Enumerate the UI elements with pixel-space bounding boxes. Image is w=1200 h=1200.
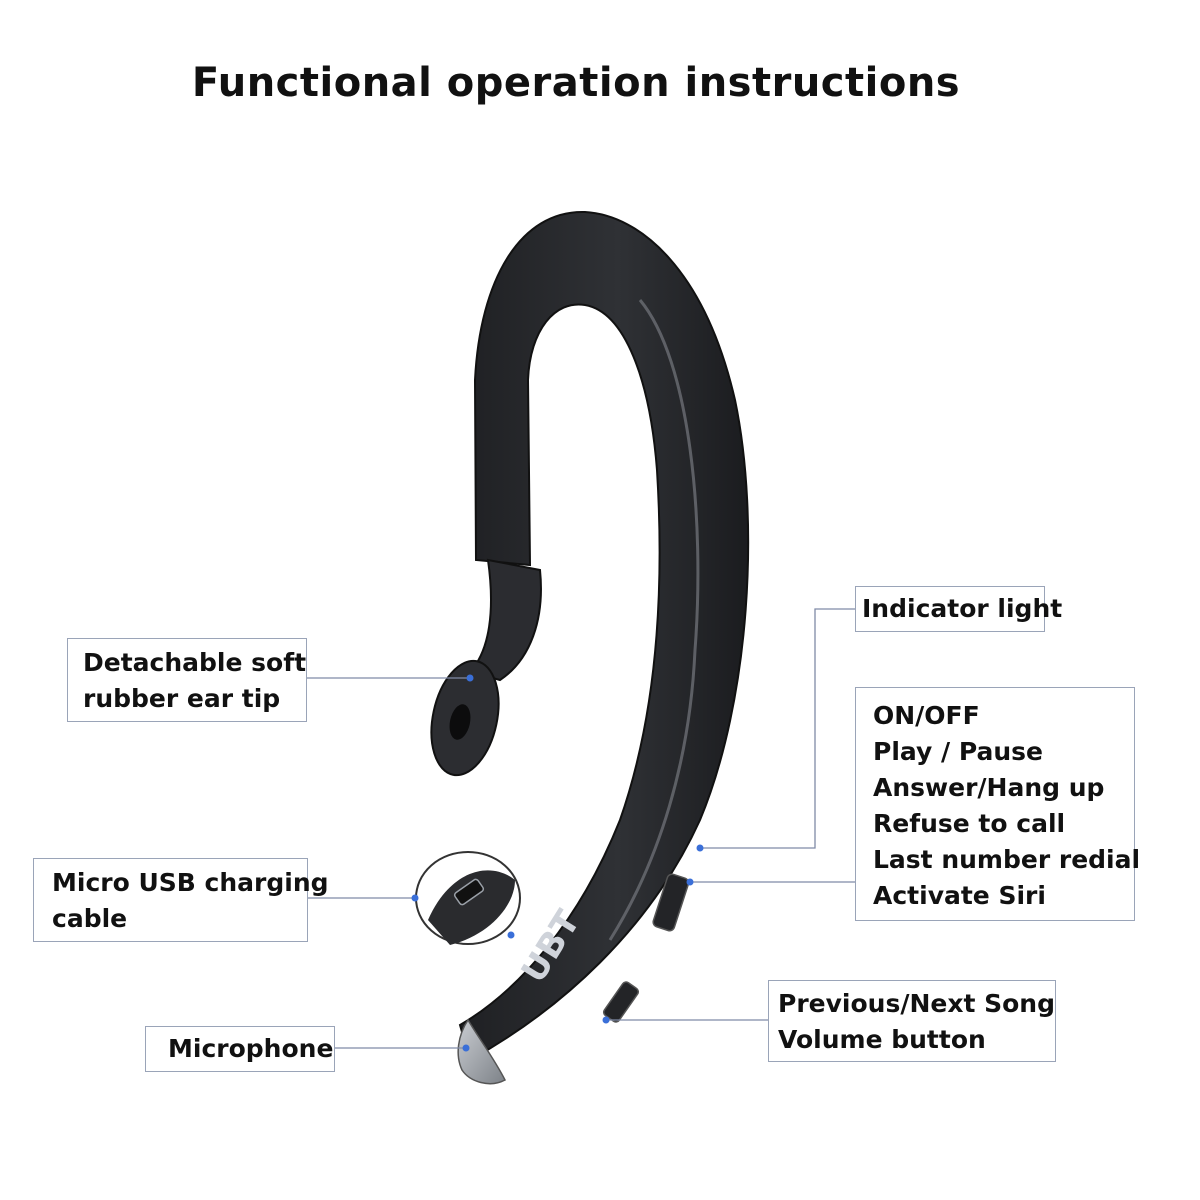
ear-tip-label: Detachable soft rubber ear tip bbox=[67, 638, 307, 722]
ear-stem bbox=[468, 558, 542, 682]
ear-tip-hole bbox=[449, 704, 471, 740]
function-button-label: ON/OFF Play / Pause Answer/Hang up Refus… bbox=[855, 687, 1141, 921]
microphone-label: Microphone bbox=[145, 1026, 335, 1072]
volume-button-label: Previous/Next Song Volume button bbox=[768, 980, 1056, 1062]
indicator-light-label: Indicator light bbox=[855, 586, 1063, 632]
volume-label-line: Previous/Next Song bbox=[778, 989, 1055, 1018]
function-item: Refuse to call bbox=[873, 809, 1066, 838]
anchor-dot-mic bbox=[462, 1044, 470, 1052]
leader-line-indicator bbox=[700, 608, 855, 849]
function-item: Answer/Hang up bbox=[873, 773, 1105, 802]
ear-tip-label-line: rubber ear tip bbox=[83, 684, 281, 713]
anchor-dot-volume bbox=[602, 1016, 610, 1024]
anchor-dot-indicator bbox=[696, 844, 704, 852]
microphone-label-text: Microphone bbox=[168, 1034, 334, 1063]
usb-label-line: cable bbox=[52, 904, 128, 933]
anchor-dot-eartip bbox=[466, 674, 474, 682]
function-item: Activate Siri bbox=[873, 881, 1046, 910]
usb-port bbox=[453, 878, 485, 906]
anchor-dot-functions bbox=[686, 878, 694, 886]
indicator-light-label-text: Indicator light bbox=[862, 594, 1063, 623]
anchor-dot-usb-2 bbox=[507, 931, 515, 939]
volume-label-line: Volume button bbox=[778, 1025, 986, 1054]
function-button bbox=[652, 873, 690, 932]
usb-label: Micro USB charging cable bbox=[33, 858, 329, 942]
usb-label-line: Micro USB charging bbox=[52, 868, 329, 897]
volume-button bbox=[602, 981, 640, 1023]
function-item: Play / Pause bbox=[873, 737, 1043, 766]
headset-edge-highlight bbox=[608, 299, 700, 941]
function-item: ON/OFF bbox=[873, 701, 980, 730]
ear-tip-label-line: Detachable soft bbox=[83, 648, 307, 677]
microphone-tip bbox=[457, 1018, 506, 1085]
function-item: Last number redial bbox=[873, 845, 1141, 874]
anchor-dot-usb bbox=[411, 894, 419, 902]
usb-port-body bbox=[428, 870, 515, 945]
page-title: Functional operation instructions bbox=[191, 60, 961, 106]
headset-body bbox=[458, 210, 750, 1062]
